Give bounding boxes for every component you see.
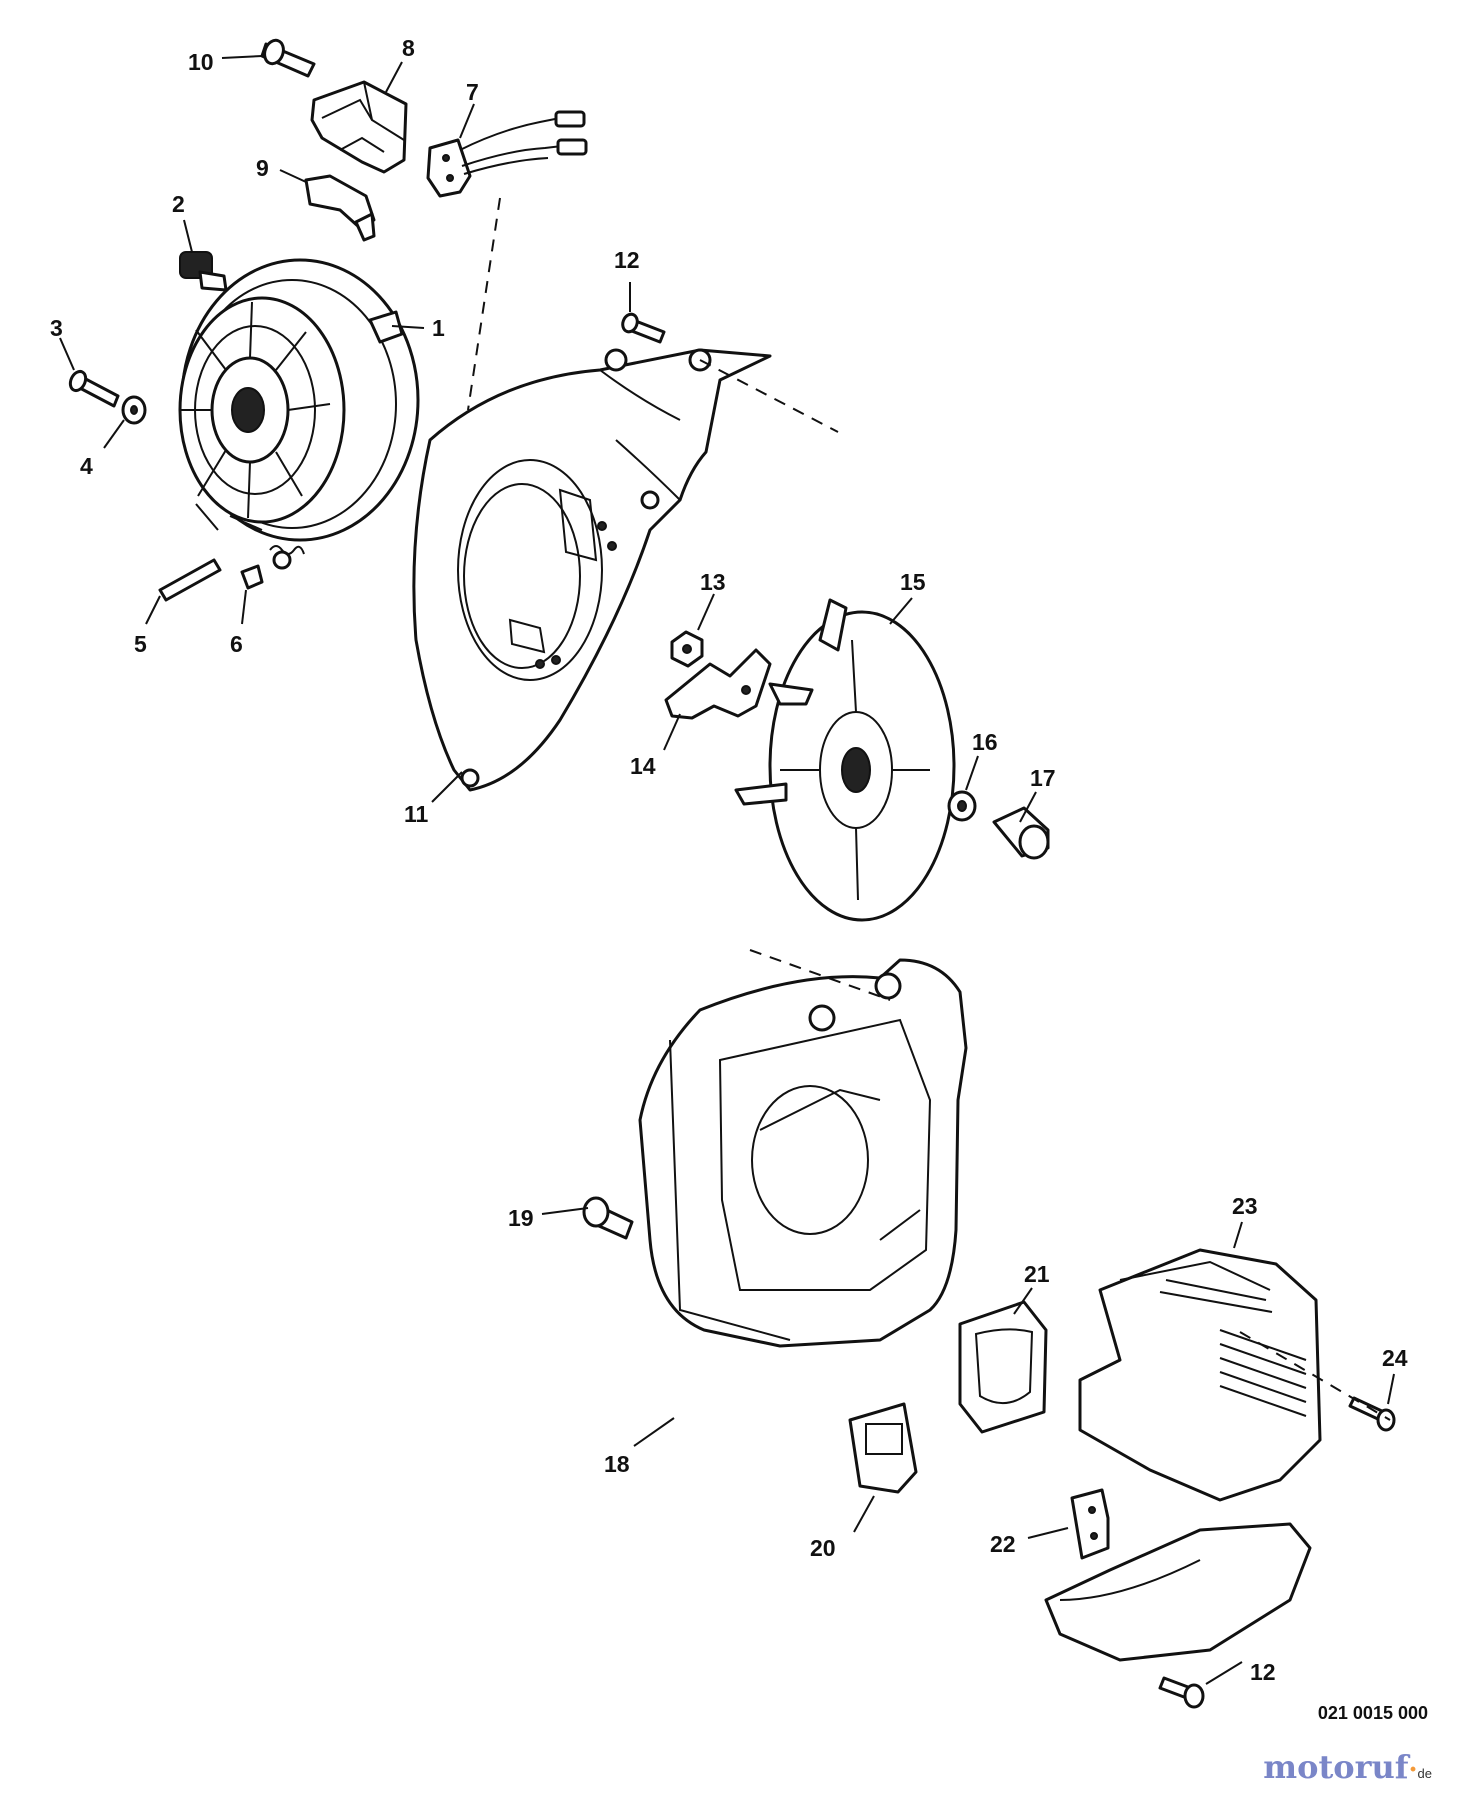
callout-20: 20 [810, 1535, 836, 1561]
callout-19: 19 [508, 1205, 534, 1231]
part-20-clip [848, 1402, 918, 1494]
part-9-bracket [304, 174, 376, 242]
part-23-cover [1078, 1248, 1322, 1502]
part-14-key [664, 648, 772, 720]
watermark-tld: de [1417, 1766, 1432, 1781]
part-24-screw [1348, 1396, 1396, 1432]
callout-17: 17 [1030, 765, 1056, 791]
part-5-pin [158, 558, 222, 602]
callout-9: 9 [256, 155, 269, 181]
callout-24: 24 [1382, 1345, 1408, 1371]
callout-3: 3 [50, 315, 63, 341]
watermark-main: motoruf [1263, 1748, 1409, 1786]
callout-14: 14 [630, 753, 656, 779]
watermark-logo: motoruf·de [1263, 1748, 1432, 1786]
part-8-switch-housing [310, 80, 408, 174]
part-3-screw [68, 369, 120, 408]
part-15-impeller [734, 598, 956, 922]
callout-13: 13 [700, 569, 726, 595]
part-2-knob [179, 251, 228, 292]
callout-21: 21 [1024, 1261, 1050, 1287]
drawing-code: 021 0015 000 [1317, 1703, 1428, 1723]
part-16-washer [947, 790, 977, 822]
callout-6: 6 [230, 631, 243, 657]
callout-23: 23 [1232, 1193, 1258, 1219]
part-1-recoil-starter [178, 258, 420, 542]
callout-2: 2 [172, 191, 185, 217]
callout-15: 15 [900, 569, 926, 595]
assembly-lines [467, 197, 1391, 1421]
part-12-bolt-top [621, 312, 666, 344]
part-7-stop-switch [426, 110, 588, 198]
callout-labels: 1 2 3 4 5 6 7 8 9 10 11 12 13 14 15 16 1… [50, 35, 1408, 1685]
callout-4: 4 [80, 453, 93, 479]
callout-1: 1 [432, 315, 445, 341]
part-13-nut [670, 630, 704, 668]
callout-18: 18 [604, 1451, 630, 1477]
callout-7: 7 [466, 79, 479, 105]
part-12-bolt-bottom [1158, 1676, 1205, 1709]
part-19-bolt [582, 1196, 634, 1240]
part-6-spring-pawl [240, 545, 305, 590]
callout-5: 5 [134, 631, 147, 657]
watermark-dot: · [1408, 1755, 1418, 1785]
callout-16: 16 [972, 729, 998, 755]
part-10-bolt [260, 38, 316, 78]
part-22-pad [1070, 1488, 1110, 1560]
callout-12: 12 [614, 247, 640, 273]
lower-cover [1044, 1522, 1312, 1662]
callout-22: 22 [990, 1531, 1016, 1557]
part-4-washer [121, 395, 147, 425]
part-21-filter [958, 1300, 1048, 1434]
leader-lines [59, 55, 1395, 1685]
callout-11: 11 [404, 801, 429, 827]
callout-8: 8 [402, 35, 415, 61]
part-18-blower-case [638, 958, 968, 1348]
part-17-bolt [992, 806, 1050, 860]
callout-10: 10 [188, 49, 214, 75]
callout-12-bottom: 12 [1250, 1659, 1276, 1685]
